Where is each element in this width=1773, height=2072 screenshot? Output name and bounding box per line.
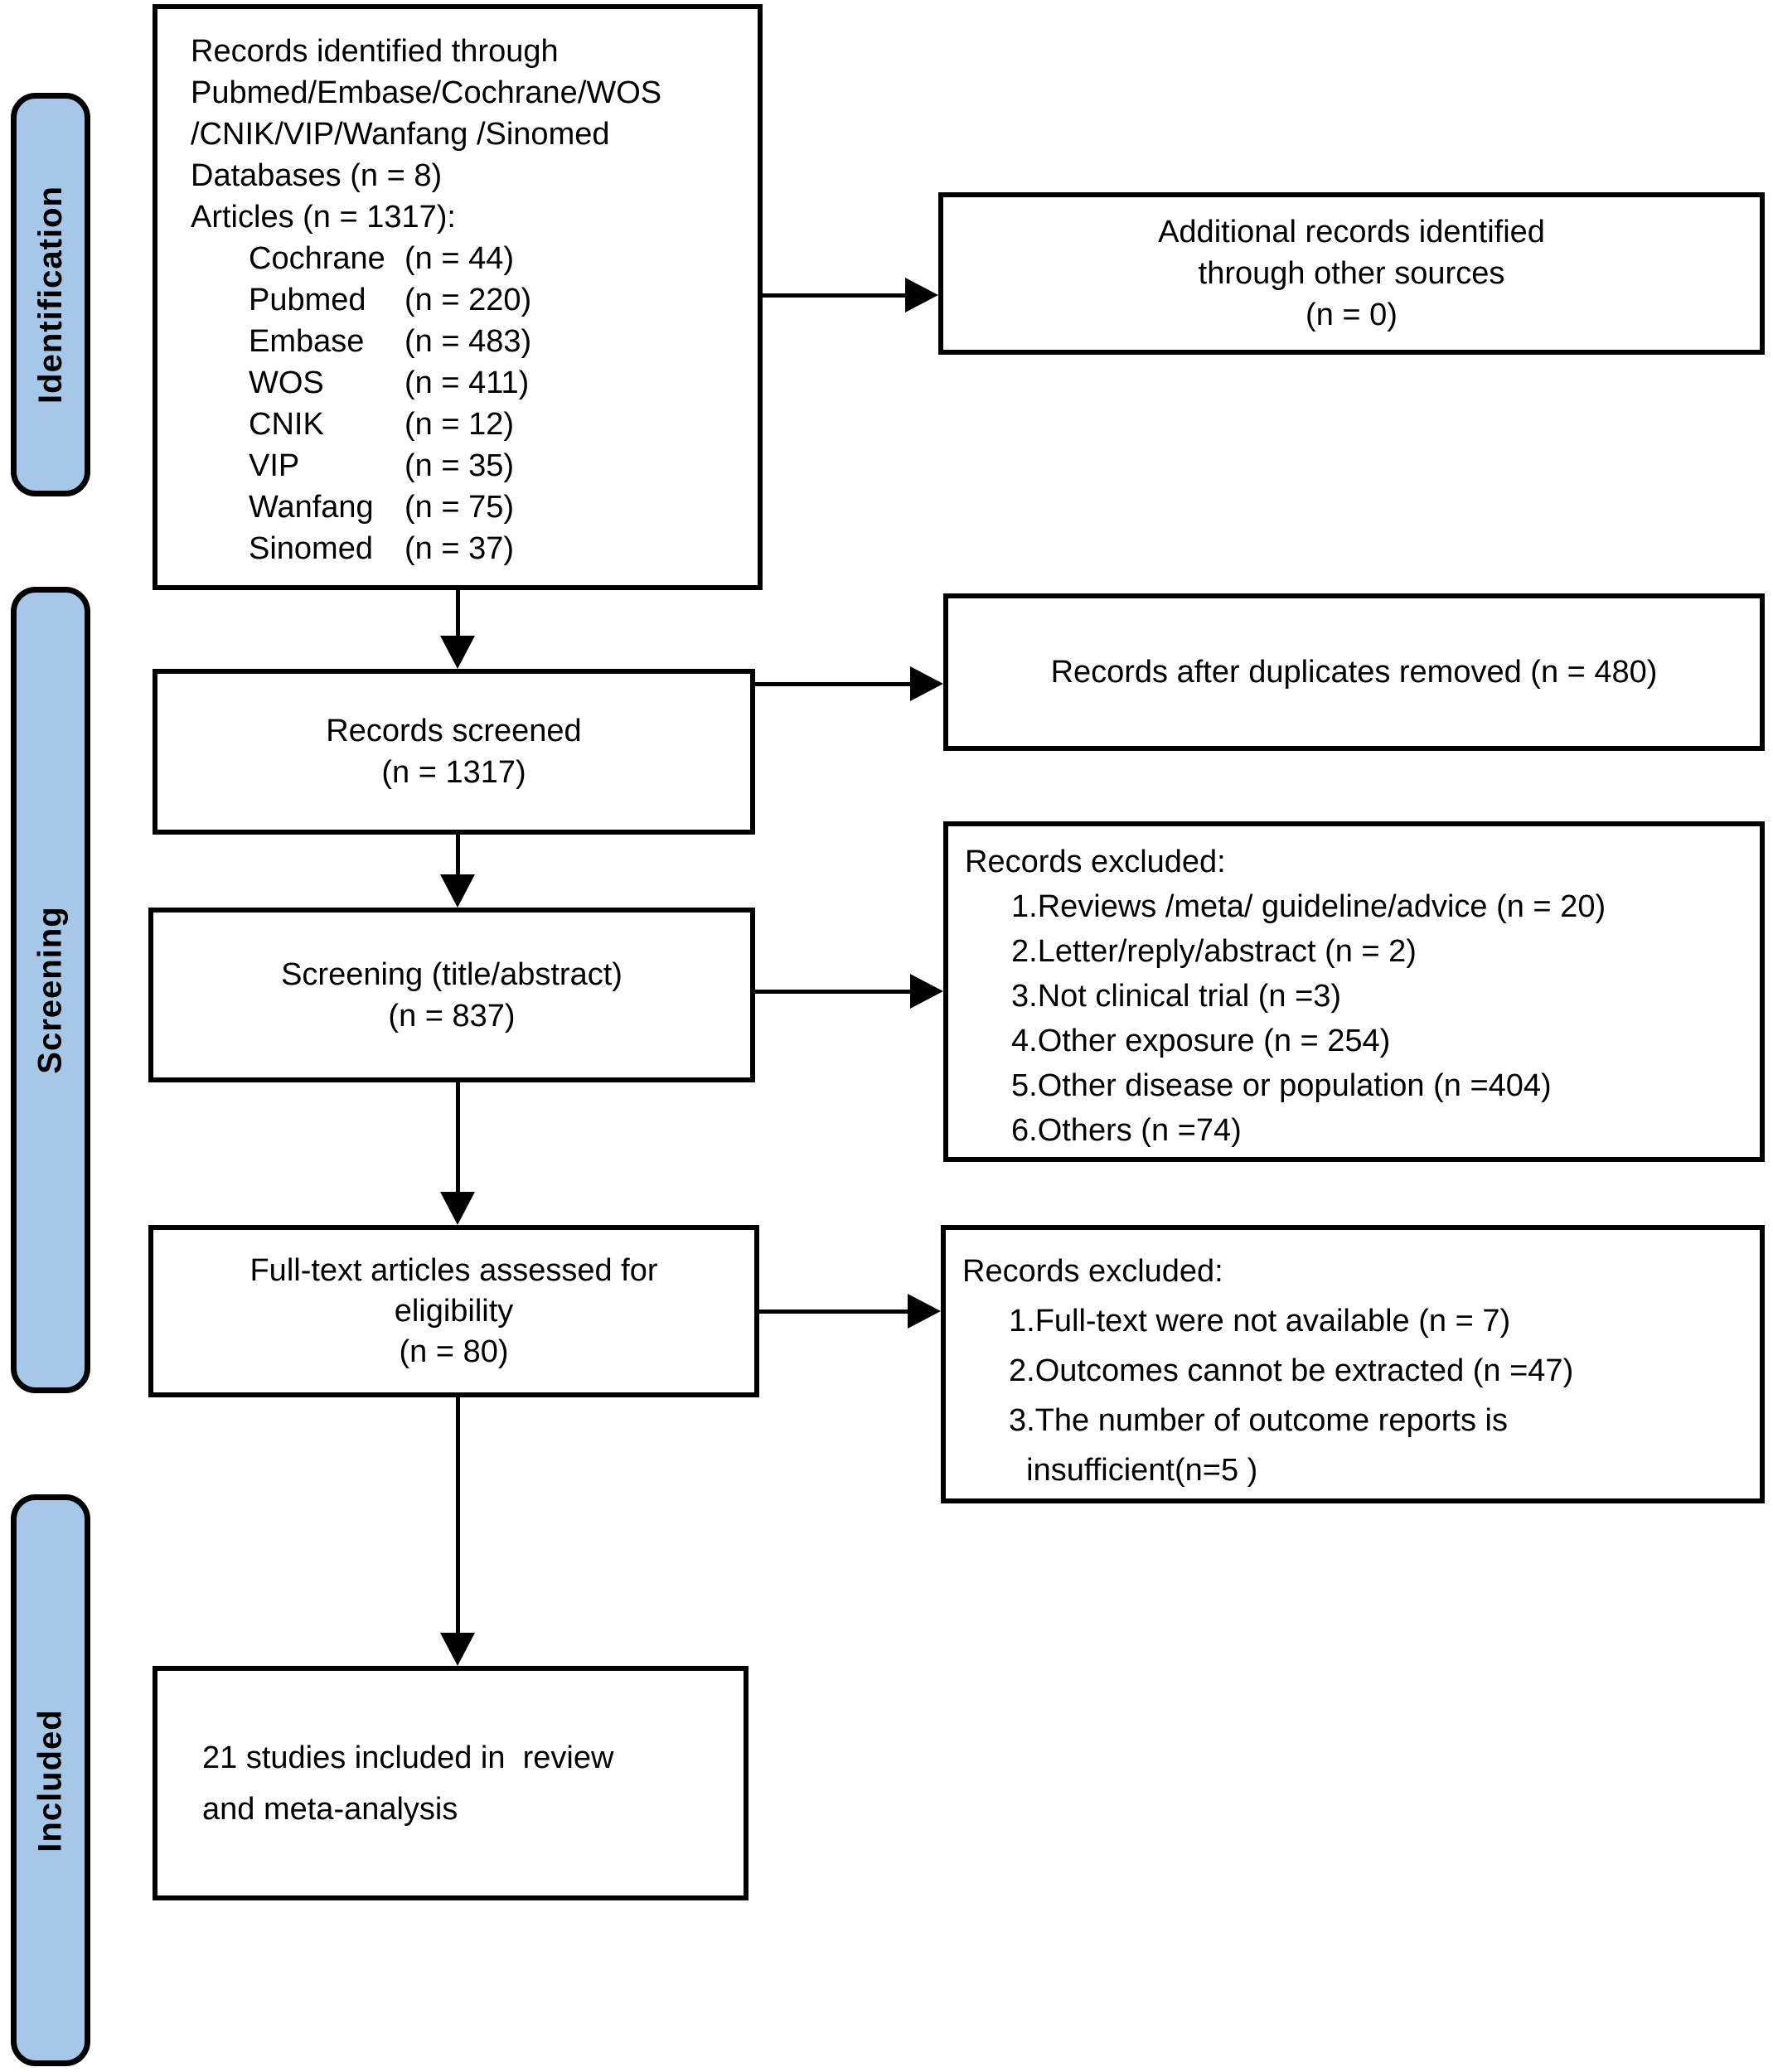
excluded-reason: 1.Reviews /meta/ guideline/advice (n = 2… xyxy=(1011,889,1606,924)
arrow-down-fulltext-to-included xyxy=(439,1397,476,1666)
arrowhead-right-icon xyxy=(908,1294,941,1329)
excluded-reason: 5.Other disease or population (n =404) xyxy=(1011,1068,1552,1103)
database-count: (n = 483) xyxy=(404,324,532,359)
stage-bar-identification: Identification xyxy=(11,93,90,496)
excluded-reason: 6.Others (n =74) xyxy=(1011,1113,1242,1148)
arrowhead-right-icon xyxy=(910,974,943,1009)
screening-title-abstract-box: Screening (title/abstract) (n = 837) xyxy=(148,908,755,1082)
database-name: VIP xyxy=(249,448,300,483)
database-name: Wanfang xyxy=(249,490,374,525)
records-excluded-fulltext-box: Records excluded: 1.Full-text were not a… xyxy=(941,1225,1765,1503)
box-line: Databases (n = 8) xyxy=(191,158,443,193)
box-line: Full-text articles assessed for xyxy=(249,1252,658,1288)
records-identified-box: Records identified through Pubmed/Embase… xyxy=(153,4,763,590)
arrow-right-identified-to-additional xyxy=(762,277,938,313)
stage-bar-screening: Screening xyxy=(11,587,90,1393)
database-count: (n = 12) xyxy=(404,407,515,442)
box-line: Screening (title/abstract) xyxy=(281,956,622,992)
database-row: Wanfang (n = 75) xyxy=(249,487,744,528)
box-line: (n = 0) xyxy=(1306,298,1398,332)
arrowhead-down-icon xyxy=(440,636,475,669)
excluded-reason: 2.Letter/reply/abstract (n = 2) xyxy=(1011,934,1417,969)
arrowhead-right-icon xyxy=(910,666,943,701)
database-name: Cochrane xyxy=(249,241,385,276)
box-line: Articles (n = 1317): xyxy=(191,200,456,235)
arrowhead-down-icon xyxy=(440,1633,475,1666)
excluded-reason-list: 1.Full-text were not available (n = 7) 2.… xyxy=(962,1296,1753,1495)
arrow-right-fulltext-to-excluded xyxy=(759,1293,941,1329)
database-row: Pubmed (n = 220) xyxy=(249,279,744,321)
arrowhead-down-icon xyxy=(440,1192,475,1225)
excluded-reason-list: 1.Reviews /meta/ guideline/advice (n = 2… xyxy=(965,884,1753,1153)
excluded-title: Records excluded: xyxy=(965,845,1226,879)
box-line: eligibility xyxy=(394,1293,514,1329)
box-line: Pubmed/Embase/Cochrane/WOS xyxy=(191,75,662,110)
database-count: (n = 37) xyxy=(404,531,515,566)
arrowhead-down-icon xyxy=(440,874,475,908)
database-name: Sinomed xyxy=(249,531,373,566)
box-line: and meta-analysis xyxy=(202,1791,458,1827)
included-studies-box: 21 studies included in review and meta-a… xyxy=(153,1666,748,1900)
database-row: VIP (n = 35) xyxy=(249,445,744,487)
database-name: WOS xyxy=(249,366,324,400)
stage-bar-included: Included xyxy=(11,1494,90,2066)
stage-label-identification: Identification xyxy=(31,186,69,404)
arrow-down-screening-to-fulltext xyxy=(439,1082,476,1225)
database-row: Sinomed (n = 37) xyxy=(249,528,744,569)
excluded-reason: 1.Full-text were not available (n = 7) xyxy=(1009,1304,1511,1339)
database-count: (n = 411) xyxy=(404,366,530,400)
records-screened-box: Records screened (n = 1317) xyxy=(153,669,755,835)
box-line: 21 studies included in review xyxy=(202,1740,614,1775)
excluded-reason: 2.Outcomes cannot be extracted (n =47) xyxy=(1009,1353,1574,1388)
arrow-shaft xyxy=(455,1397,460,1634)
excluded-reason: 3.Not clinical trial (n =3) xyxy=(1011,979,1342,1014)
arrow-shaft xyxy=(762,293,907,298)
database-name: Pubmed xyxy=(249,283,366,317)
stage-label-included: Included xyxy=(31,1708,69,1852)
database-name: CNIK xyxy=(249,407,324,442)
database-count: (n = 220) xyxy=(404,283,532,317)
box-line: /CNIK/VIP/Wanfang /Sinomed xyxy=(191,117,610,152)
box-line: Records after duplicates removed (n = 48… xyxy=(1050,655,1658,690)
box-line: Records screened xyxy=(326,714,582,748)
arrow-down-identified-to-screened xyxy=(439,589,476,669)
box-line: Records identified through xyxy=(191,34,559,69)
database-row: Embase (n = 483) xyxy=(249,321,744,362)
records-excluded-screening-box: Records excluded: 1.Reviews /meta/ guide… xyxy=(943,821,1765,1162)
arrow-shaft xyxy=(455,589,460,637)
database-count: (n = 35) xyxy=(404,448,515,483)
box-line: (n = 80) xyxy=(399,1334,509,1369)
excluded-title: Records excluded: xyxy=(962,1254,1223,1289)
arrow-down-screened-to-screening xyxy=(439,835,476,908)
box-line: through other sources xyxy=(1198,256,1505,291)
arrow-shaft xyxy=(455,835,460,876)
box-line: Additional records identified xyxy=(1158,215,1545,249)
excluded-reason: 3.The number of outcome reports is insuf… xyxy=(1009,1403,1508,1488)
database-list: Cochrane (n = 44) Pubmed (n = 220) Embas… xyxy=(191,238,744,569)
arrowhead-right-icon xyxy=(905,278,938,312)
database-row: WOS (n = 411) xyxy=(249,362,744,404)
arrow-shaft xyxy=(755,989,912,994)
database-row: Cochrane (n = 44) xyxy=(249,238,744,279)
box-line: (n = 1317) xyxy=(381,755,526,790)
duplicates-removed-box: Records after duplicates removed (n = 48… xyxy=(943,593,1765,751)
database-row: CNIK (n = 12) xyxy=(249,404,744,445)
database-name: Embase xyxy=(249,324,365,359)
arrow-right-screened-to-duplicates xyxy=(755,666,943,702)
database-count: (n = 44) xyxy=(404,241,515,276)
additional-records-box: Additional records identified through ot… xyxy=(938,192,1765,355)
arrow-right-screening-to-excluded xyxy=(755,973,943,1009)
excluded-reason: 4.Other exposure (n = 254) xyxy=(1011,1024,1391,1058)
stage-label-screening: Screening xyxy=(31,906,69,1074)
arrow-shaft xyxy=(759,1309,909,1314)
database-count: (n = 75) xyxy=(404,490,515,525)
arrow-shaft xyxy=(755,681,912,686)
arrow-shaft xyxy=(455,1082,460,1193)
fulltext-eligibility-box: Full-text articles assessed for eligibil… xyxy=(148,1225,759,1397)
box-line: (n = 837) xyxy=(388,998,516,1034)
